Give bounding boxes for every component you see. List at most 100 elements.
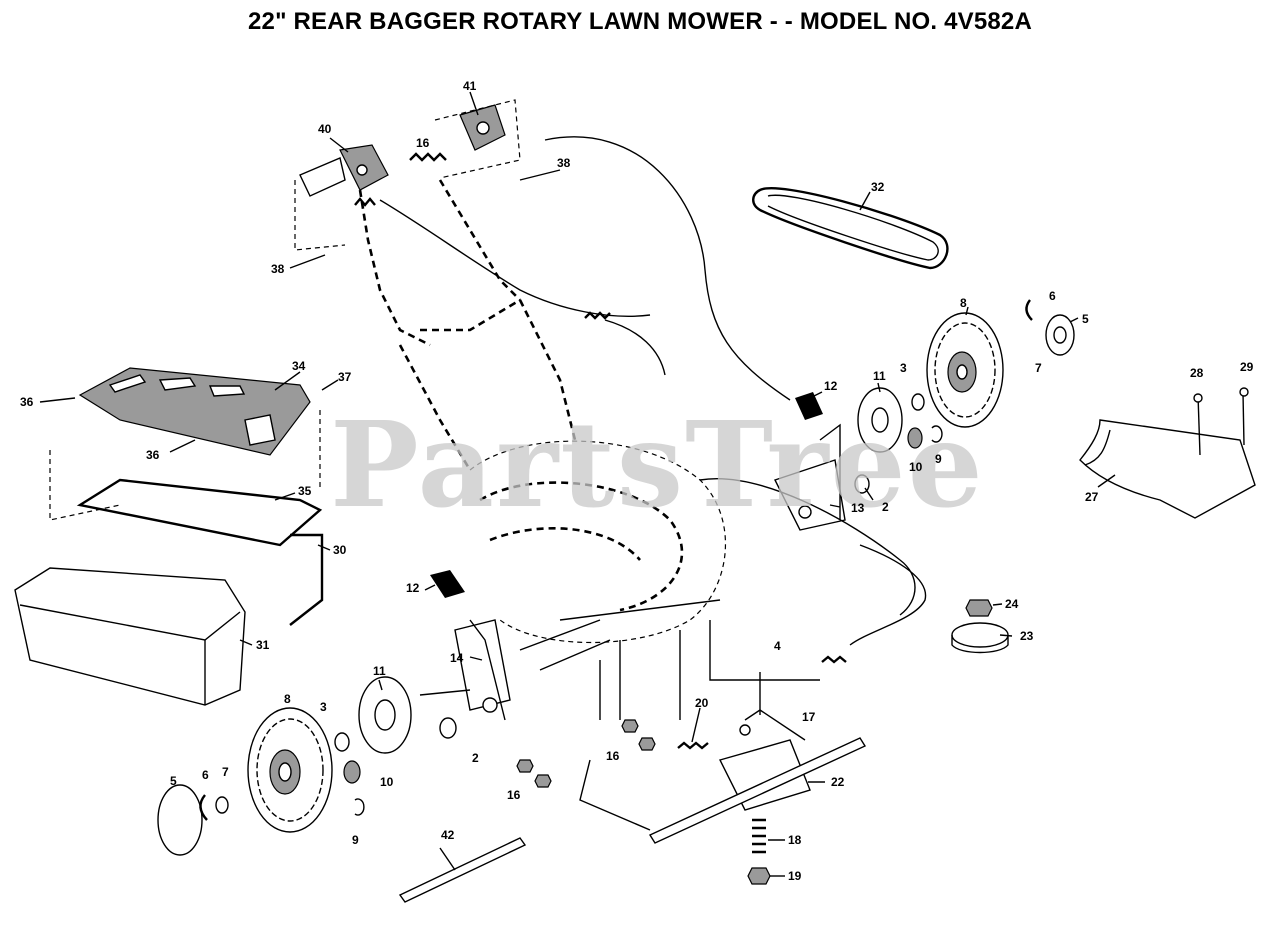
washer-3-right <box>911 393 925 411</box>
callout-8[interactable]: 8 <box>960 296 967 310</box>
callout-3[interactable]: 3 <box>320 700 327 714</box>
callout-27[interactable]: 27 <box>1085 490 1099 504</box>
rod-42 <box>398 837 527 903</box>
axle-stub <box>419 689 471 696</box>
callout-38[interactable]: 38 <box>271 262 285 276</box>
bag-frame-35 <box>76 478 323 547</box>
callout-31[interactable]: 31 <box>256 638 270 652</box>
washer-3-left <box>334 732 350 752</box>
hubcap-5-right <box>1045 314 1075 356</box>
shift-bracket-13 <box>774 423 846 531</box>
callout-7[interactable]: 7 <box>222 765 229 779</box>
grass-bag-31 <box>14 567 246 706</box>
handle-assembly <box>294 99 791 471</box>
mower-deck <box>469 440 916 644</box>
callout-7[interactable]: 7 <box>1035 361 1042 375</box>
callout-14[interactable]: 14 <box>450 651 464 665</box>
control-bracket-40 <box>339 144 389 191</box>
callout-38[interactable]: 38 <box>557 156 571 170</box>
spring-cable <box>821 655 847 664</box>
nut-16-b <box>638 737 656 751</box>
callout-32[interactable]: 32 <box>871 180 885 194</box>
callout-3[interactable]: 3 <box>900 361 907 375</box>
callout-40[interactable]: 40 <box>318 122 332 136</box>
callout-34[interactable]: 34 <box>292 359 306 373</box>
ring-9-left <box>354 798 365 816</box>
bag-outline-dash <box>49 450 121 521</box>
callout-6[interactable]: 6 <box>1049 289 1056 303</box>
pawl-10-right <box>907 427 923 449</box>
shift-knob-12-right <box>795 392 823 420</box>
callout-5[interactable]: 5 <box>1082 312 1089 326</box>
throttle-cable <box>849 544 927 646</box>
callout-10[interactable]: 10 <box>380 775 394 789</box>
shift-knob-12-left <box>430 570 465 598</box>
drive-gear-11-left <box>358 676 412 754</box>
nut-16-a <box>621 719 639 733</box>
callout-9[interactable]: 9 <box>935 452 942 466</box>
callout-28[interactable]: 28 <box>1190 366 1204 380</box>
spring-18 <box>752 818 766 854</box>
callout-23[interactable]: 23 <box>1020 629 1034 643</box>
drive-gear-11-right <box>857 387 903 453</box>
callout-2[interactable]: 2 <box>472 751 479 765</box>
transmission-22 <box>648 709 867 844</box>
shift-bracket-14 <box>454 619 511 721</box>
callout-12[interactable]: 12 <box>406 581 420 595</box>
cable <box>604 319 666 376</box>
callout-20[interactable]: 20 <box>695 696 709 710</box>
callout-24[interactable]: 24 <box>1005 597 1019 611</box>
callout-11[interactable]: 11 <box>373 664 386 678</box>
handle-springs <box>354 152 611 320</box>
callout-16[interactable]: 16 <box>507 788 521 802</box>
callout-13[interactable]: 13 <box>851 501 865 515</box>
nut-16-c <box>516 759 534 773</box>
washer-2-left <box>439 717 457 739</box>
callout-16[interactable]: 16 <box>606 749 620 763</box>
ring-9-right <box>931 425 943 443</box>
callout-22[interactable]: 22 <box>831 775 845 789</box>
assembly-guides <box>519 619 820 720</box>
callout-41[interactable]: 41 <box>463 79 477 93</box>
bag-handle-30 <box>289 533 324 626</box>
pawl-10-left <box>343 760 361 784</box>
callout-30[interactable]: 30 <box>333 543 347 557</box>
callout-37[interactable]: 37 <box>338 370 352 384</box>
leader-lines <box>39 91 1116 877</box>
assembly-guides-2 <box>579 759 651 831</box>
washer-7-left <box>215 796 229 814</box>
callout-16[interactable]: 16 <box>416 136 430 150</box>
callout-17[interactable]: 17 <box>802 710 816 724</box>
callout-42[interactable]: 42 <box>441 828 455 842</box>
spring-20 <box>677 741 709 750</box>
callout-6[interactable]: 6 <box>202 768 209 782</box>
callout-11[interactable]: 11 <box>873 369 886 383</box>
callout-9[interactable]: 9 <box>352 833 359 847</box>
bag-top-34 <box>78 367 311 456</box>
callout-12[interactable]: 12 <box>824 379 838 393</box>
drive-belt-32 <box>752 187 949 270</box>
callout-35[interactable]: 35 <box>298 484 312 498</box>
callout-36[interactable]: 36 <box>20 395 34 409</box>
callout-2[interactable]: 2 <box>882 500 889 514</box>
pulley-23 <box>951 622 1009 654</box>
callout-8[interactable]: 8 <box>284 692 291 706</box>
nut-24 <box>965 599 993 617</box>
clip-6-right <box>1025 299 1033 321</box>
callout-5[interactable]: 5 <box>170 774 177 788</box>
callout-36[interactable]: 36 <box>146 448 160 462</box>
callout-19[interactable]: 19 <box>788 869 802 883</box>
rear-wheel-8-left <box>247 707 333 833</box>
callout-4[interactable]: 4 <box>774 639 781 653</box>
rear-wheel-8-right <box>926 312 1004 428</box>
nut-19 <box>747 867 771 885</box>
diagram-title: 22" REAR BAGGER ROTARY LAWN MOWER - - MO… <box>247 8 1033 35</box>
callout-18[interactable]: 18 <box>788 833 802 847</box>
callout-29[interactable]: 29 <box>1240 360 1254 374</box>
clip-6-left <box>199 794 208 821</box>
control-housing-41 <box>459 104 506 151</box>
hubcap-5-left <box>157 784 203 856</box>
callout-10[interactable]: 10 <box>909 460 923 474</box>
